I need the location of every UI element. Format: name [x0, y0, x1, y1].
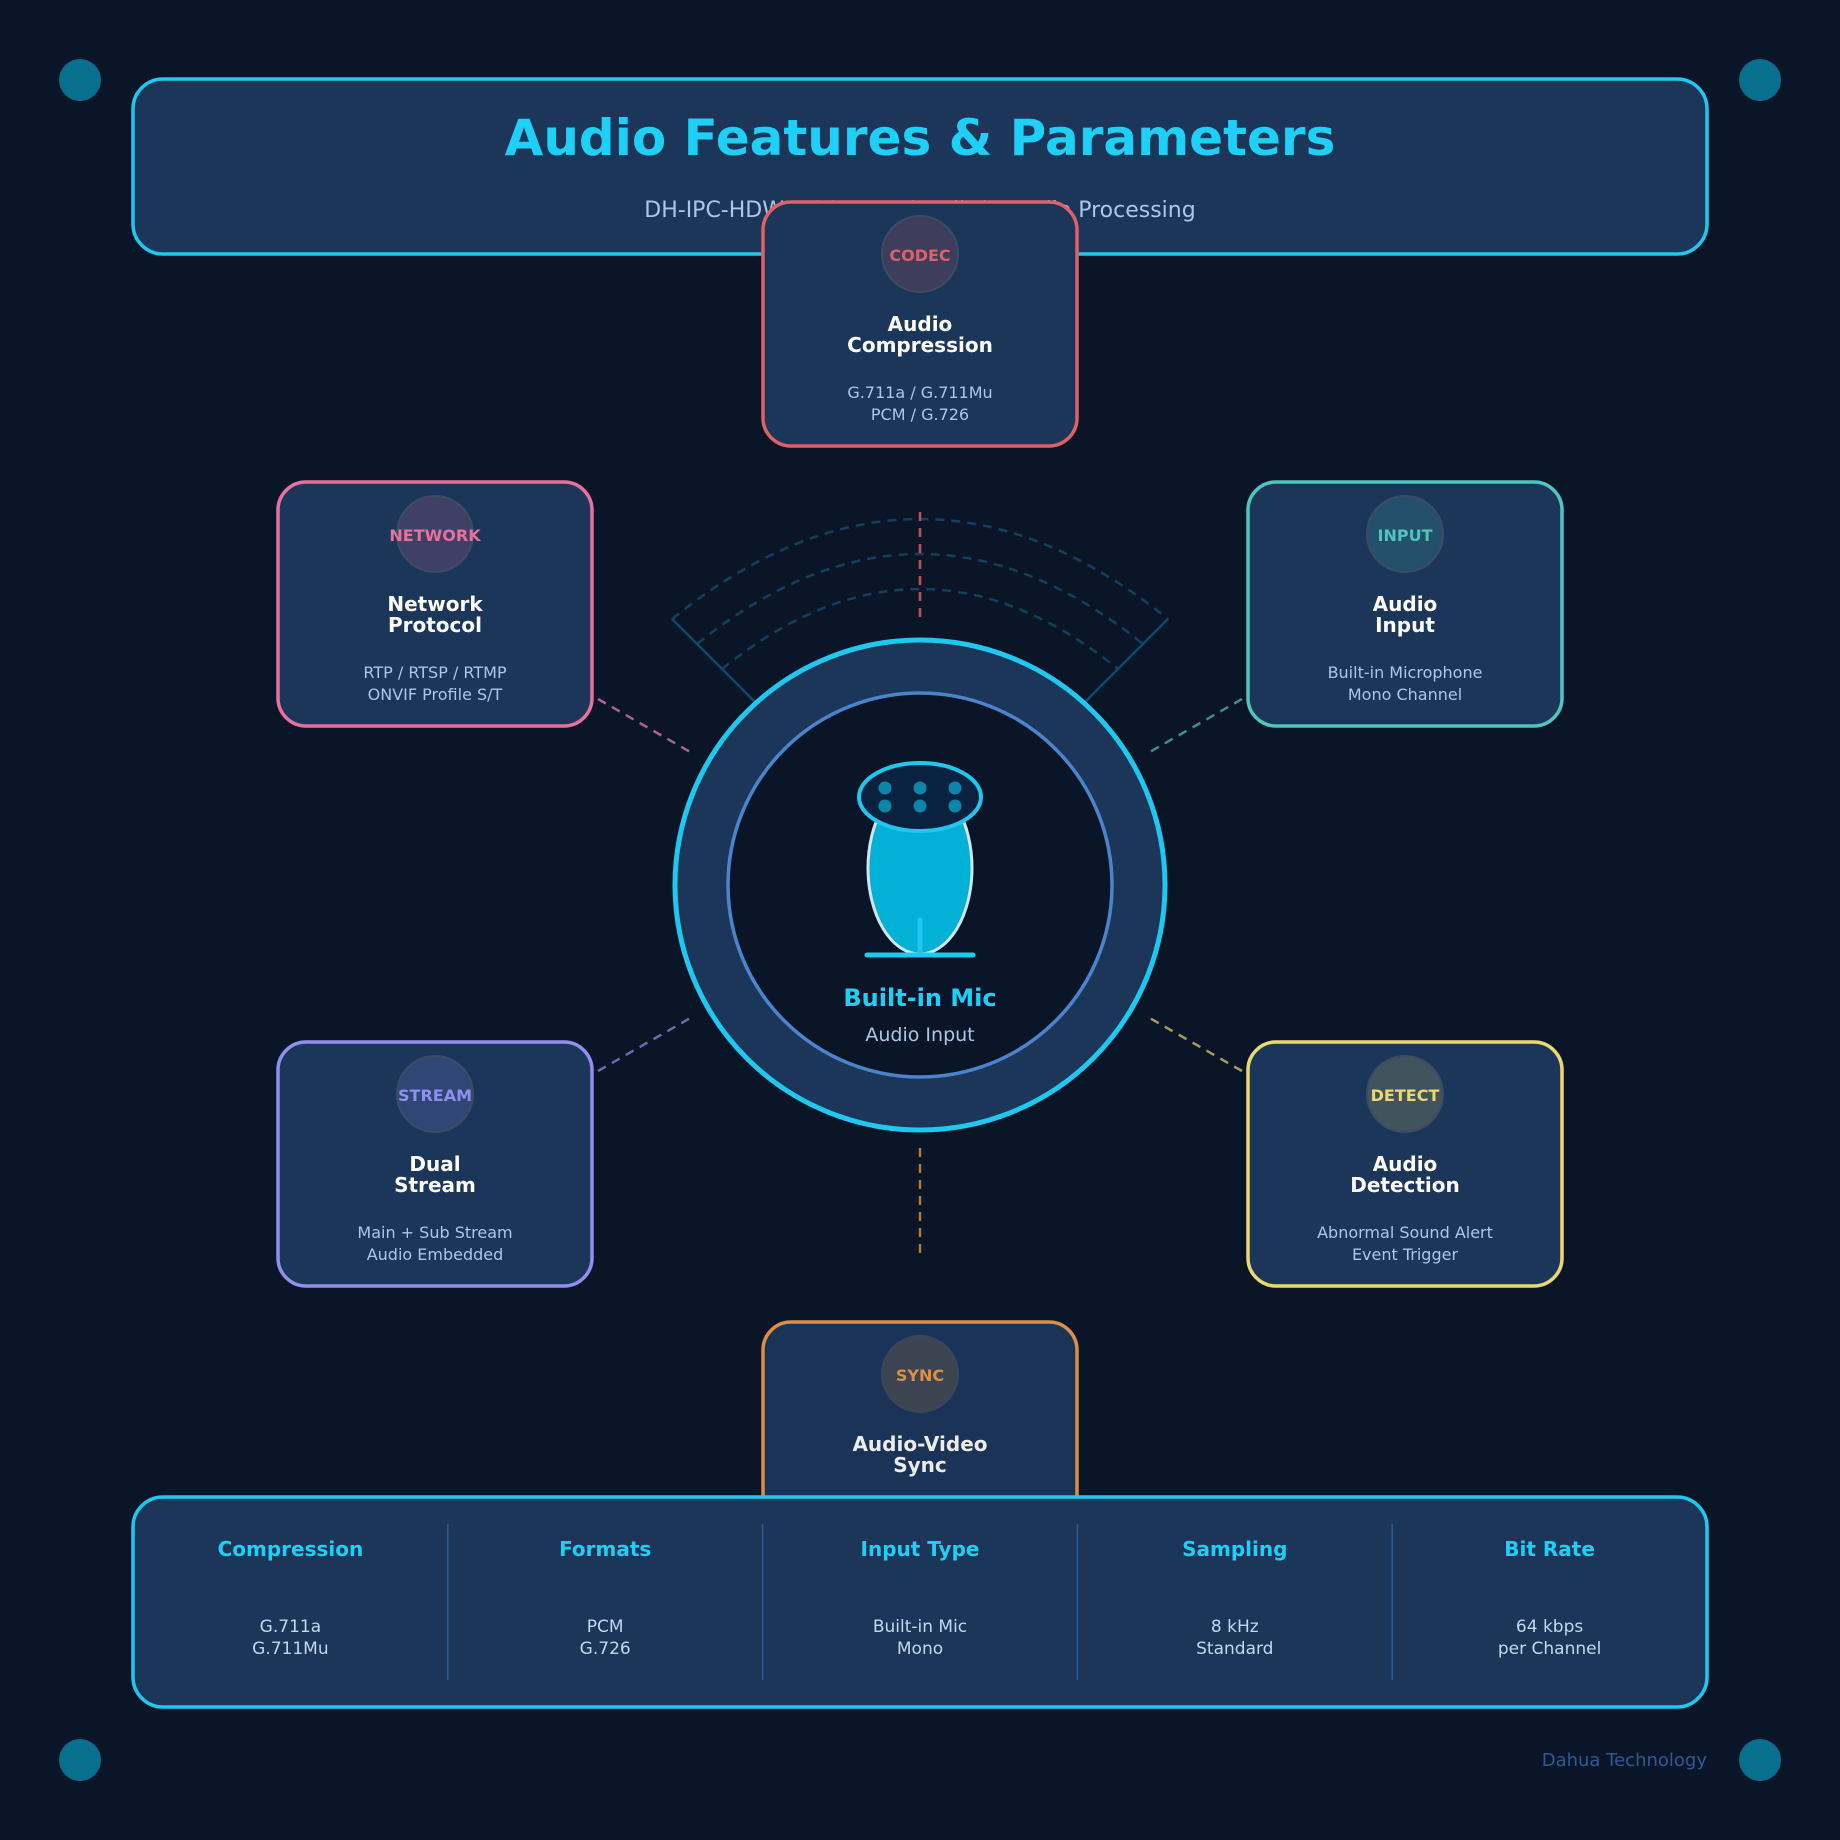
feature-title-line1: Dual — [409, 1152, 460, 1176]
corner-dot-bottom-left — [59, 1739, 101, 1781]
network-badge-icon — [396, 495, 474, 573]
feature-card-frame — [761, 200, 1079, 448]
spec-heading: Bit Rate — [1504, 1537, 1595, 1561]
center-label: Built-in Mic — [843, 984, 996, 1012]
spec-heading: Formats — [559, 1537, 651, 1561]
connector-network — [597, 697, 693, 755]
feature-detail-line1: G.711a / G.711Mu — [847, 383, 992, 402]
feature-title-line1: Network — [387, 592, 483, 616]
spec-value-line2: Mono — [897, 1639, 943, 1659]
feature-detail-line1: Built-in Microphone — [1328, 663, 1483, 682]
microphone-icon — [857, 761, 983, 958]
spec-value-line2: G.711Mu — [252, 1639, 328, 1659]
spec-value-line2: G.726 — [580, 1639, 631, 1659]
connector-stream — [597, 1015, 693, 1073]
feature-badge: NETWORK — [389, 526, 481, 545]
feature-detail-line2: Mono Channel — [1348, 685, 1462, 704]
spec-value-line1: Built-in Mic — [873, 1617, 967, 1637]
feature-card-frame — [276, 480, 594, 728]
feature-title-line1: Audio — [1373, 592, 1438, 616]
stream-badge-icon — [396, 1055, 474, 1133]
sound-wave-middle — [696, 552, 1144, 645]
feature-detail-line2: Audio Embedded — [367, 1245, 504, 1264]
feature-title-line2: Stream — [394, 1173, 476, 1197]
spec-heading: Sampling — [1182, 1537, 1287, 1561]
feature-detail-line2: ONVIF Profile S/T — [368, 685, 503, 704]
codec-badge-icon — [881, 215, 959, 293]
spec-heading: Input Type — [861, 1537, 980, 1561]
feature-title-line2: Input — [1375, 613, 1435, 637]
spec-value-line1: G.711a — [260, 1617, 321, 1637]
spec-value-line1: PCM — [587, 1617, 624, 1637]
corner-dot-top-right — [1739, 59, 1781, 101]
center-sublabel: Audio Input — [865, 1024, 974, 1046]
detect-badge-icon — [1366, 1055, 1444, 1133]
connector-input — [1147, 697, 1243, 755]
spec-heading: Compression — [218, 1537, 364, 1561]
page-title: Audio Features & Parameters — [505, 109, 1336, 167]
feature-detail-line1: RTP / RTSP / RTMP — [363, 663, 507, 682]
sync-badge-icon — [881, 1335, 959, 1413]
feature-detail-line2: PCM / G.726 — [871, 405, 969, 424]
feature-detail-line1: Abnormal Sound Alert — [1317, 1223, 1493, 1242]
feature-title-line1: Audio — [888, 312, 953, 336]
corner-dot-top-left — [59, 59, 101, 101]
spec-value-line1: 64 kbps — [1516, 1617, 1583, 1637]
spec-value-line2: per Channel — [1498, 1639, 1601, 1659]
feature-badge: CODEC — [889, 246, 950, 265]
feature-badge: STREAM — [398, 1086, 472, 1105]
feature-title-line2: Compression — [847, 333, 993, 357]
input-badge-icon — [1366, 495, 1444, 573]
spec-value-line1: 8 kHz — [1211, 1617, 1259, 1637]
feature-card-frame — [276, 1040, 594, 1288]
center-hub: Built-in Mic Audio Input — [672, 637, 1168, 1133]
feature-card-frame — [1246, 480, 1564, 728]
feature-title-line2: Protocol — [388, 613, 482, 637]
feature-detail-line1: Main + Sub Stream — [357, 1223, 512, 1242]
sound-wave-inner — [721, 587, 1119, 670]
connectors — [597, 512, 1243, 1258]
spec-value-line2: Standard — [1196, 1639, 1273, 1659]
feature-detail-line2: Event Trigger — [1352, 1245, 1459, 1264]
feature-badge: SYNC — [896, 1366, 944, 1385]
feature-title-line2: Detection — [1350, 1173, 1460, 1197]
feature-badge: DETECT — [1371, 1086, 1440, 1105]
connector-detect — [1147, 1015, 1243, 1073]
feature-card-frame — [1246, 1040, 1564, 1288]
feature-badge: INPUT — [1378, 526, 1433, 545]
spec-panel-box — [131, 1495, 1709, 1709]
feature-title-line2: Sync — [893, 1453, 947, 1477]
feature-title-line1: Audio-Video — [852, 1432, 987, 1456]
footer-brand: Dahua Technology — [1542, 1750, 1708, 1771]
feature-title-line1: Audio — [1373, 1152, 1438, 1176]
corner-dot-bottom-right — [1739, 1739, 1781, 1781]
